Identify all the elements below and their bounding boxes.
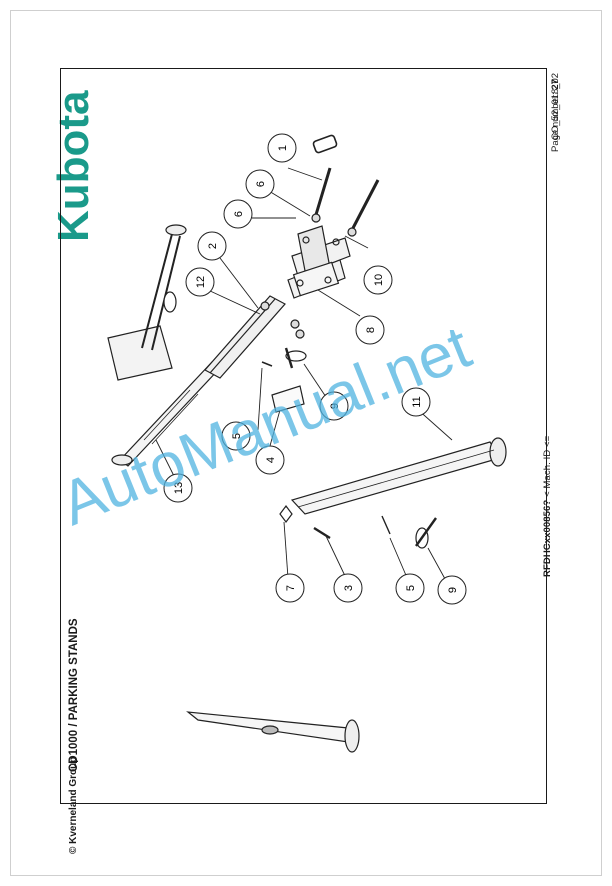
tube-part-11 [279, 437, 507, 549]
callout-1: 1 [267, 133, 297, 163]
svg-text:6: 6 [233, 211, 245, 217]
svg-text:5: 5 [405, 585, 417, 591]
machine-id-suffix: < Mach. ID <= [542, 435, 553, 500]
document-title: CD1000 / PARKING STANDS [68, 618, 80, 772]
svg-text:12: 12 [195, 276, 207, 288]
svg-text:2: 2 [207, 243, 219, 249]
svg-text:8: 8 [365, 327, 377, 333]
parts-diagram: 1 6 6 2 12 10 8 9 5 4 13 11 7 3 5 9 [107, 133, 507, 753]
kubota-logo: Kubota [49, 90, 98, 242]
stand-assembly-upper [111, 295, 286, 467]
callout-5: 5 [221, 421, 251, 451]
copyright-notice: © Kverneland Group [68, 756, 79, 854]
callout-5b: 5 [395, 573, 425, 603]
drawing-frame [60, 68, 547, 804]
bracket-plate-assembly [287, 225, 351, 299]
callout-7: 7 [275, 573, 305, 603]
kubota-logo-text: Kubota [49, 90, 98, 242]
callout-9: 9 [319, 391, 349, 421]
svg-text:7: 7 [285, 585, 297, 591]
callout-6: 6 [245, 169, 275, 199]
svg-text:11: 11 [411, 396, 423, 407]
pin-and-clip [261, 347, 307, 413]
svg-text:13: 13 [173, 482, 185, 494]
page-number: Page number: 27 [550, 79, 561, 152]
svg-text:3: 3 [343, 585, 355, 591]
callout-3: 3 [333, 573, 363, 603]
bolts-and-washers [260, 134, 380, 339]
machine-id: RFDHCxx00856? < Mach. ID <= [542, 436, 553, 577]
page-number-value: 27 [550, 79, 561, 90]
stand-assembled-view [186, 711, 360, 753]
callout-4: 4 [255, 445, 285, 475]
callout-12: 12 [185, 267, 215, 297]
svg-text:5: 5 [231, 433, 243, 439]
svg-text:1: 1 [277, 145, 289, 151]
svg-text:10: 10 [373, 274, 385, 286]
callout-8: 8 [355, 315, 385, 345]
page-number-label: Page number: [550, 92, 561, 152]
callout-9b: 9 [437, 575, 467, 605]
callout-13: 13 [163, 473, 193, 503]
callout-2: 2 [197, 231, 227, 261]
svg-text:4: 4 [265, 457, 277, 463]
callout-10: 10 [363, 265, 393, 295]
stand-pedestal [107, 224, 187, 381]
machine-id-code: RFDHCxx00856? [542, 499, 553, 577]
svg-text:9: 9 [447, 587, 459, 593]
svg-text:9: 9 [329, 403, 341, 409]
callout-6b: 6 [223, 199, 253, 229]
svg-text:6: 6 [255, 181, 267, 187]
callout-11: 11 [401, 387, 431, 417]
